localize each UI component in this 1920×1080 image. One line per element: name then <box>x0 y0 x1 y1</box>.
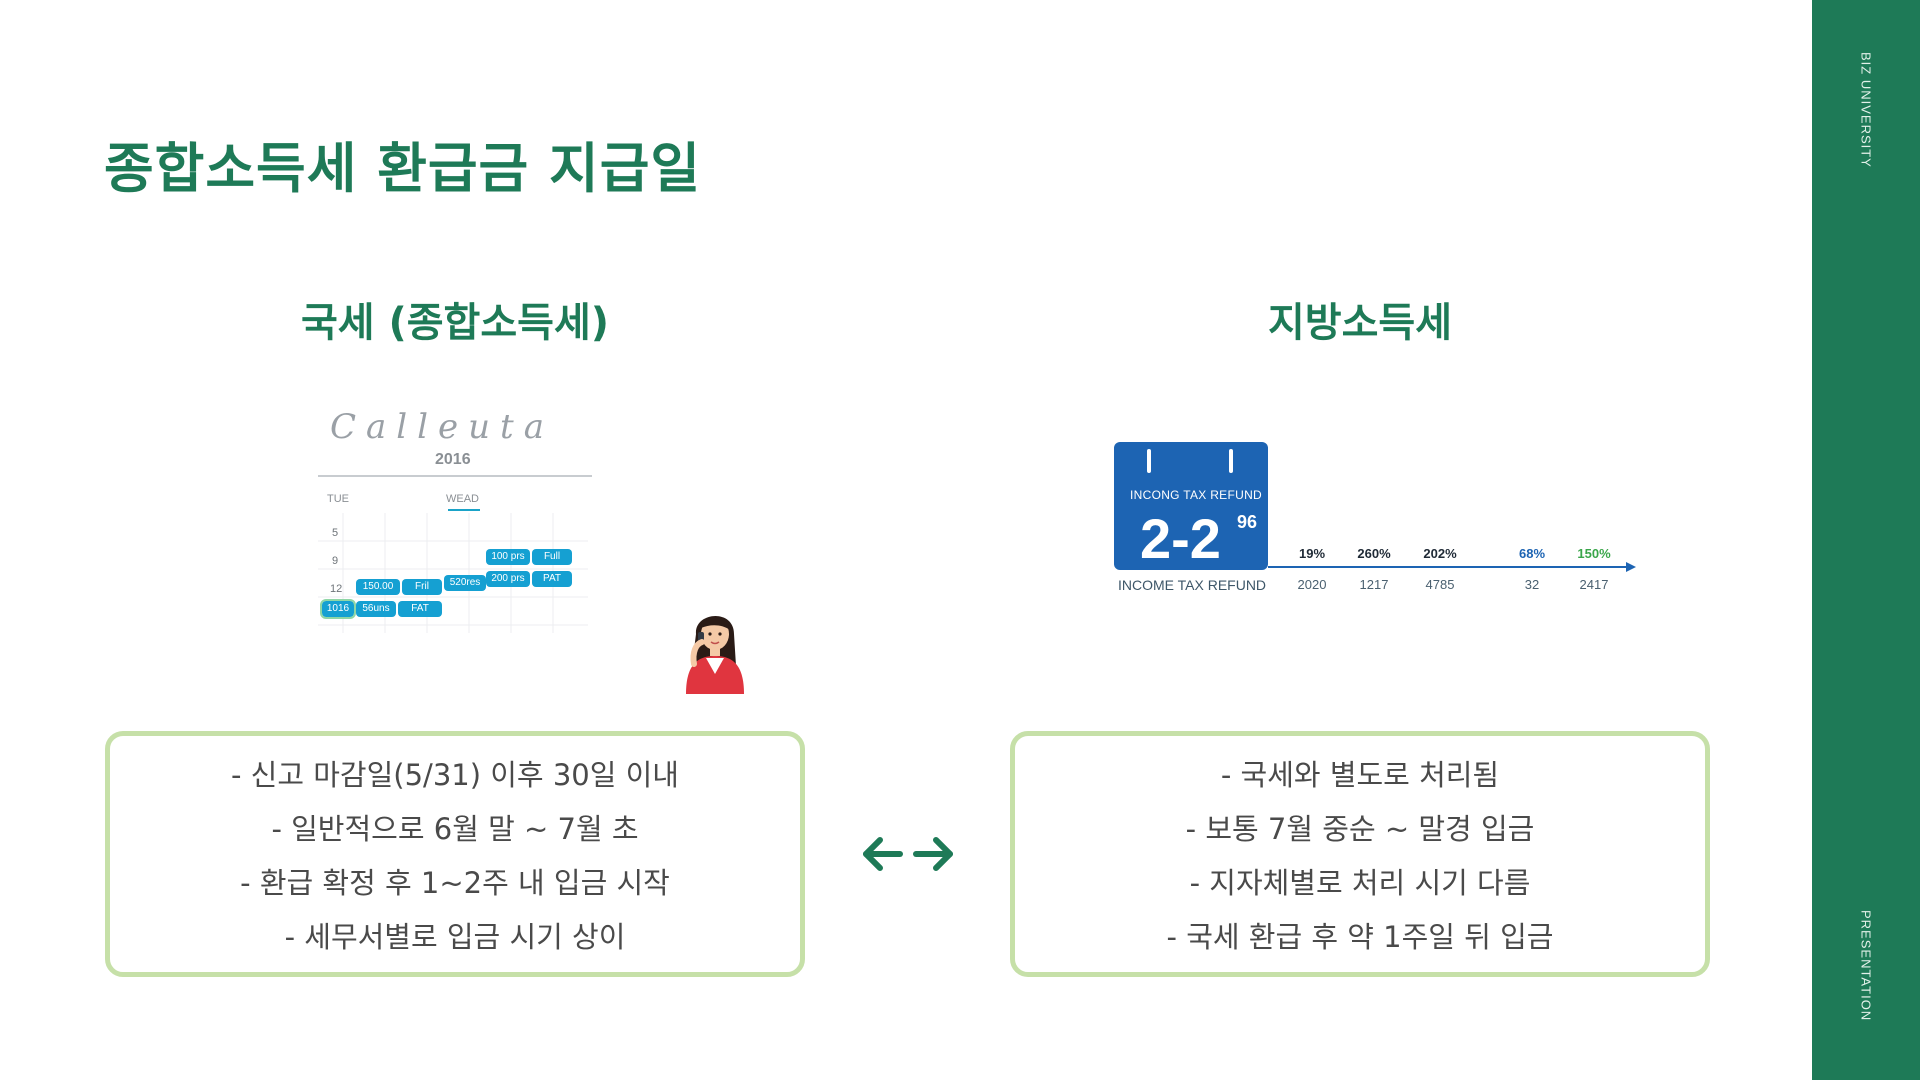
calendar-event-pill: Fril <box>402 579 442 595</box>
national-tax-info-box: - 신고 마감일(5/31) 이후 30일 이내 - 일반적으로 6월 말 ~ … <box>105 731 805 977</box>
calendar-card-superscript: 96 <box>1237 512 1258 532</box>
calendar-day-label: TUE <box>327 493 349 505</box>
right-column-heading: 지방소득세 <box>1268 300 1452 346</box>
info-line: - 보통 7월 중순 ~ 말경 입금 <box>1185 812 1535 846</box>
calendar-event-pill: 520res <box>444 575 486 591</box>
chart-percent-label-highlight: 150% <box>1577 546 1611 561</box>
chart-value-label: 2417 <box>1579 577 1609 592</box>
slide-title: 종합소득세 환급금 지급일 <box>104 137 702 200</box>
info-line: - 신고 마감일(5/31) 이후 30일 이내 <box>230 758 679 792</box>
calendar-day-underline <box>448 509 480 511</box>
chart-value-label: 2020 <box>1297 577 1327 592</box>
calendar-day-label: WEAD <box>446 493 479 505</box>
calendar-event-pill: FAT <box>398 601 442 617</box>
side-brand-label: BIZ UNIVERSITY <box>1858 52 1874 168</box>
calendar-card-number: 2-2 <box>1140 507 1221 570</box>
chart-value-label: 1217 <box>1359 577 1389 592</box>
calendar-event-pill: Full <box>532 549 572 565</box>
calendar-grid <box>318 513 588 633</box>
chart-caption: INCOME TAX REFUND <box>1118 577 1267 593</box>
calendar-year: 2016 <box>435 451 471 468</box>
calendar-divider <box>318 475 592 477</box>
local-tax-info-box: - 국세와 별도로 처리됨 - 보통 7월 중순 ~ 말경 입금 - 지자체별로… <box>1010 731 1710 977</box>
left-right-arrows-icon <box>863 837 953 871</box>
calendar-ring <box>1226 446 1236 476</box>
calendar-illustration: Calleuta 2016 TUE WEAD 5 9 12 100 prs Fu… <box>310 405 592 633</box>
calendar-card: INCONG TAX REFUND 2-2 96 <box>1114 442 1268 570</box>
info-line: - 국세와 별도로 처리됨 <box>1220 758 1500 792</box>
side-bar <box>1812 0 1920 1080</box>
chart-axis-line <box>1268 566 1628 568</box>
chart-percent-label: 202% <box>1423 546 1457 561</box>
calendar-row-number: 5 <box>332 527 339 539</box>
info-line: - 국세 환급 후 약 1주일 뒤 입금 <box>1166 920 1554 954</box>
refund-chart-illustration: INCONG TAX REFUND 2-2 96 19% 260% 202% 6… <box>1110 420 1640 605</box>
chart-percent-label: 19% <box>1298 546 1326 561</box>
calendar-row-number: 12 <box>330 583 343 595</box>
side-presentation-label: PRESENTATION <box>1858 910 1874 1022</box>
calendar-event-pill: 150.00 <box>356 579 400 595</box>
chart-axis-arrow <box>1626 562 1636 572</box>
calendar-event-pill: 100 prs <box>486 549 530 565</box>
left-column-heading: 국세 (종합소득세) <box>300 300 610 346</box>
chart-value-label: 32 <box>1524 577 1540 592</box>
calendar-event-pill-selected: 1016 <box>320 599 356 619</box>
woman-on-phone-icon <box>686 615 744 694</box>
calendar-card-label: INCONG TAX REFUND <box>1130 488 1262 502</box>
calendar-row-number: 9 <box>332 555 339 567</box>
calendar-ring <box>1144 446 1154 476</box>
info-line: - 환급 확정 후 1~2주 내 입금 시작 <box>240 866 670 900</box>
calendar-event-pill: 200 prs <box>486 571 530 587</box>
calendar-event-pill: 56uns <box>356 601 396 617</box>
calendar-script-title: Calleuta <box>330 407 554 447</box>
chart-percent-label: 260% <box>1357 546 1391 561</box>
info-line: - 일반적으로 6월 말 ~ 7월 초 <box>271 812 639 846</box>
chart-percent-label: 68% <box>1518 546 1546 561</box>
calendar-event-pill: PAT <box>532 571 572 587</box>
chart-value-label: 4785 <box>1425 577 1455 592</box>
info-line: - 세무서별로 입금 시기 상이 <box>284 920 626 954</box>
info-line: - 지자체별로 처리 시기 다름 <box>1189 866 1531 900</box>
